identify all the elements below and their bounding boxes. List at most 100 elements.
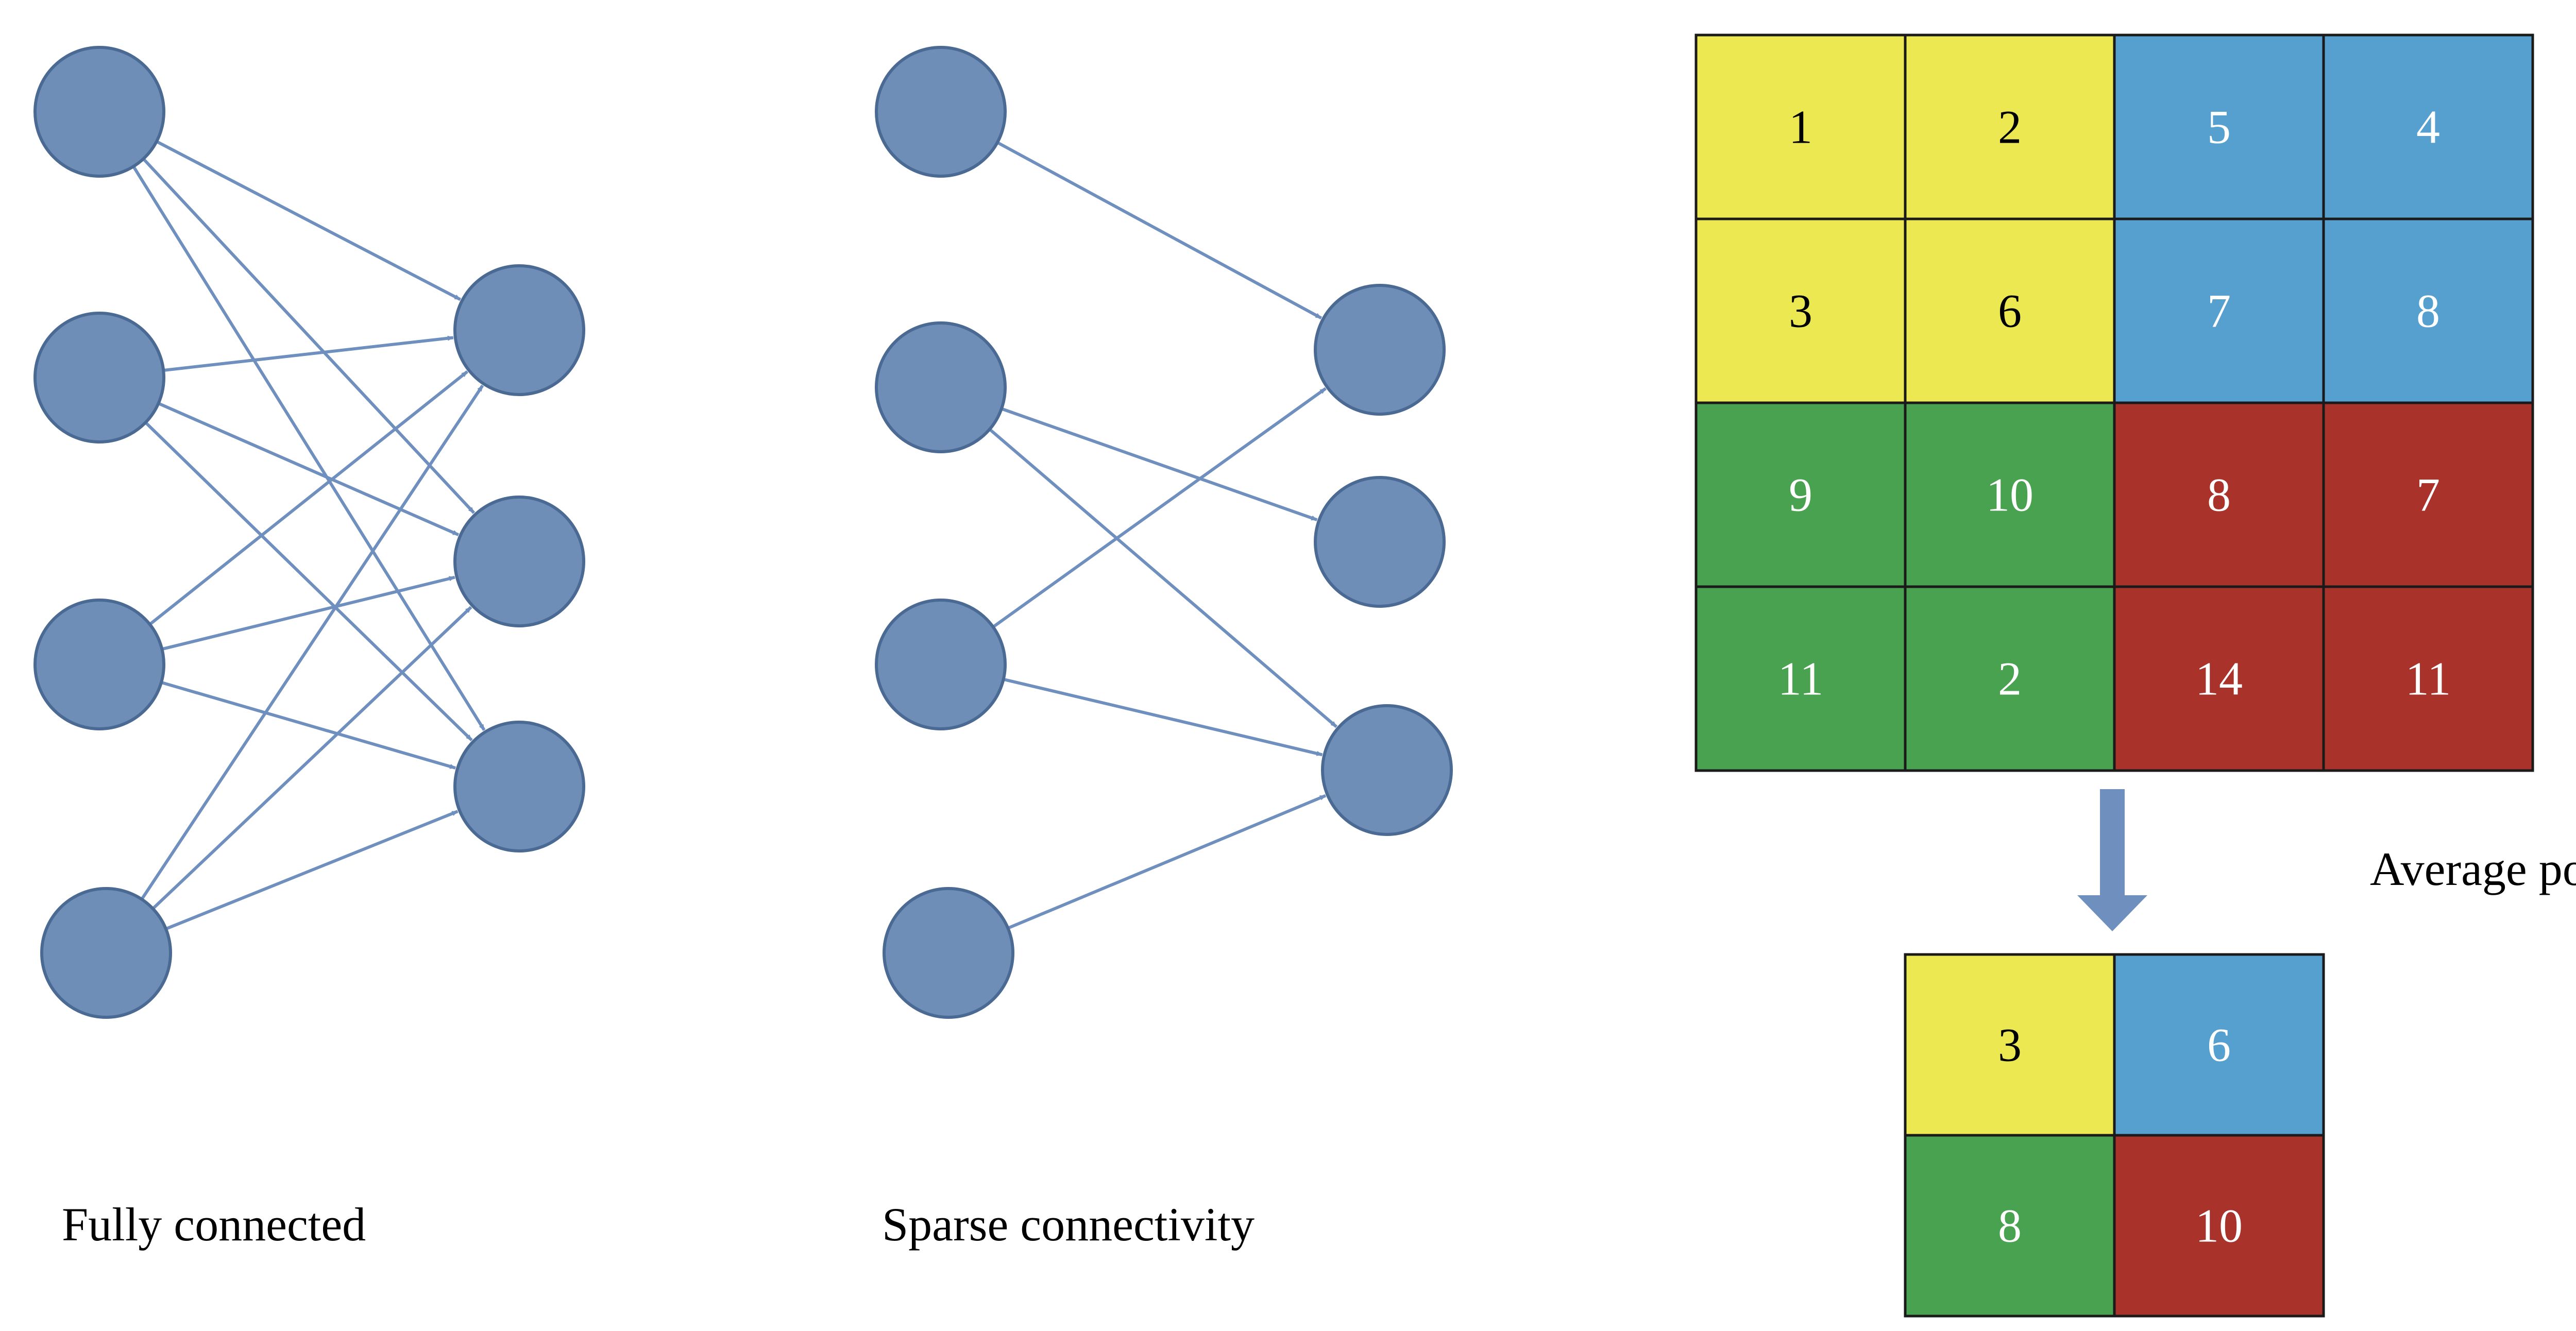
input-node-1 bbox=[875, 46, 1007, 178]
cell-background bbox=[1904, 217, 2116, 404]
grid-cell: 10 bbox=[1904, 401, 2116, 588]
edge-0-0 bbox=[156, 140, 461, 301]
edge-1-1 bbox=[158, 402, 460, 536]
cell-value: 11 bbox=[1778, 653, 1824, 705]
cell-background bbox=[1904, 33, 2116, 220]
cell-background bbox=[2322, 585, 2534, 772]
grid-cell: 1 bbox=[1694, 33, 1907, 220]
cell-value: 3 bbox=[1789, 285, 1812, 337]
cell-value: 7 bbox=[2416, 469, 2440, 521]
cell-background bbox=[2322, 217, 2534, 404]
grid-cell: 11 bbox=[2322, 585, 2534, 772]
input-node-2 bbox=[875, 321, 1007, 453]
average-pooling-panel: 1 2 5 4 3 6 7 8 9 10 8 7 11 2 14 11 Average pooling 3 6 8… bbox=[1694, 33, 2576, 1318]
cell-value: 8 bbox=[1998, 1200, 2022, 1252]
grid-cell: 9 bbox=[1694, 401, 1907, 588]
output-node-3 bbox=[453, 721, 585, 852]
output-node-3 bbox=[1321, 704, 1453, 836]
grid-cell: 4 bbox=[2322, 33, 2534, 220]
pooling-input-grid: 1 2 5 4 3 6 7 8 9 10 8 7 11 2 14 11 bbox=[1694, 33, 2534, 772]
cell-value: 2 bbox=[1998, 101, 2022, 153]
pooling-down-arrow bbox=[2077, 789, 2147, 931]
cell-value: 3 bbox=[1998, 1019, 2022, 1071]
edge-2-1 bbox=[161, 575, 455, 651]
cell-value: 9 bbox=[1789, 469, 1812, 521]
sparse-connectivity-nodes bbox=[875, 46, 1453, 1019]
output-node-2 bbox=[453, 496, 585, 627]
cell-value: 11 bbox=[2405, 653, 2451, 705]
grid-cell: 2 bbox=[1904, 33, 2116, 220]
cell-value: 6 bbox=[1998, 285, 2022, 337]
input-node-3 bbox=[875, 599, 1007, 730]
cell-background bbox=[1904, 585, 2116, 772]
input-node-1 bbox=[33, 46, 165, 178]
edge-1-1 bbox=[1001, 407, 1318, 521]
edge-0-0 bbox=[996, 141, 1323, 320]
edge-2-0 bbox=[148, 370, 468, 626]
grid-cell: 2 bbox=[1904, 585, 2116, 772]
edge-1-2 bbox=[144, 421, 473, 742]
grid-cell: 11 bbox=[1694, 585, 1907, 772]
grid-cell: 6 bbox=[1904, 217, 2116, 404]
fully-connected-panel: Fully connected bbox=[33, 46, 585, 1251]
input-node-4 bbox=[40, 887, 172, 1019]
cell-value: 4 bbox=[2416, 101, 2440, 153]
sparse-connectivity-panel: Sparse connectivity bbox=[875, 46, 1453, 1251]
input-node-3 bbox=[33, 599, 165, 730]
grid-cell: 5 bbox=[2113, 33, 2325, 220]
grid-cell: 14 bbox=[2113, 585, 2325, 772]
cell-background bbox=[2113, 33, 2325, 220]
cell-background bbox=[2322, 33, 2534, 220]
fully-connected-caption: Fully connected bbox=[62, 1198, 366, 1251]
grid-cell: 3 bbox=[1694, 217, 1907, 404]
cell-background bbox=[2113, 401, 2325, 588]
grid-cell: 8 bbox=[2322, 217, 2534, 404]
sparse-connectivity-caption: Sparse connectivity bbox=[882, 1198, 1255, 1251]
cell-background bbox=[1694, 33, 1907, 220]
cell-value: 1 bbox=[1789, 101, 1812, 153]
fully-connected-nodes bbox=[33, 46, 585, 1019]
edge-1-2 bbox=[988, 428, 1338, 728]
cell-value: 10 bbox=[2195, 1200, 2243, 1252]
cell-value: 8 bbox=[2207, 469, 2231, 521]
grid-cell: 10 bbox=[2113, 1134, 2325, 1318]
cell-background bbox=[1904, 401, 2116, 588]
cell-background bbox=[1904, 1134, 2116, 1318]
cell-background bbox=[2113, 217, 2325, 404]
edge-2-2 bbox=[161, 681, 456, 770]
cell-background bbox=[2113, 1134, 2325, 1318]
edge-3-0 bbox=[140, 384, 484, 900]
fully-connected-edges bbox=[132, 140, 486, 931]
cell-value: 7 bbox=[2207, 285, 2231, 337]
input-node-2 bbox=[33, 312, 165, 443]
edge-0-1 bbox=[142, 158, 476, 514]
output-node-1 bbox=[453, 264, 585, 396]
cell-value: 8 bbox=[2416, 285, 2440, 337]
cell-value: 10 bbox=[1986, 469, 2033, 521]
cell-background bbox=[1694, 585, 1907, 772]
output-node-2 bbox=[1314, 476, 1446, 608]
edge-0-2 bbox=[132, 165, 486, 731]
output-node-1 bbox=[1314, 284, 1446, 416]
cell-background bbox=[2113, 953, 2325, 1137]
cell-background bbox=[2322, 401, 2534, 588]
grid-cell: 3 bbox=[1904, 953, 2116, 1137]
edge-3-2 bbox=[165, 810, 459, 931]
grid-cell: 8 bbox=[2113, 401, 2325, 588]
grid-cell: 7 bbox=[2322, 401, 2534, 588]
cell-background bbox=[1904, 953, 2116, 1137]
cell-value: 6 bbox=[2207, 1019, 2231, 1071]
cell-value: 5 bbox=[2207, 101, 2231, 153]
edge-2-0 bbox=[992, 387, 1327, 628]
cell-background bbox=[1694, 401, 1907, 588]
grid-cell: 7 bbox=[2113, 217, 2325, 404]
cell-background bbox=[2113, 585, 2325, 772]
input-node-4 bbox=[883, 887, 1014, 1019]
average-pooling-label: Average pooling bbox=[2370, 843, 2576, 895]
pooling-output-grid: 3 6 8 10 bbox=[1904, 953, 2325, 1318]
sparse-connectivity-edges bbox=[988, 141, 1338, 930]
edge-3-2 bbox=[1007, 794, 1327, 930]
edge-2-2 bbox=[1003, 677, 1323, 757]
cell-value: 2 bbox=[1998, 653, 2022, 705]
